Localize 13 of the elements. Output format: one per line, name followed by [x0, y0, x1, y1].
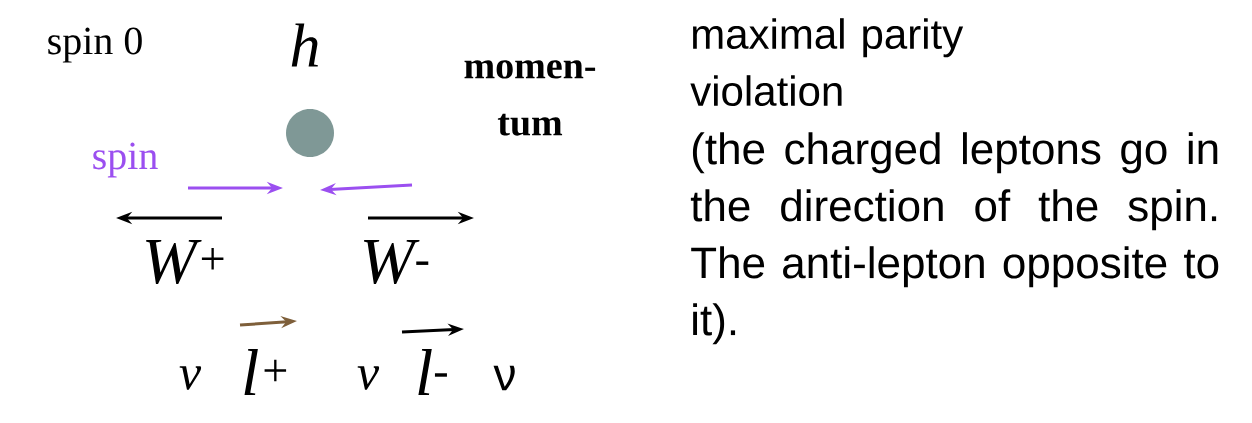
particle-label: l$^{-}$ — [418, 349, 447, 395]
momentum-label: momen- tum — [464, 60, 596, 136]
particle-label: W$^{+}$ — [146, 239, 224, 285]
annotation-heading: maximal parity violation — [690, 18, 964, 107]
particle-label: ν — [357, 366, 380, 390]
spin-label: spin 0 — [48, 27, 142, 63]
dot — [286, 109, 334, 157]
spin-label: spin — [93, 142, 158, 178]
annotation-text: (the charged leptons go in the direction of the spin. The anti-lepton opposite to it). — [690, 132, 1219, 345]
particle-label: W$^{-}$ — [363, 239, 429, 285]
particle-label: l$^{+}$ — [244, 349, 287, 395]
particle-label: ν — [179, 366, 202, 390]
particle-label: ν — [493, 365, 515, 391]
